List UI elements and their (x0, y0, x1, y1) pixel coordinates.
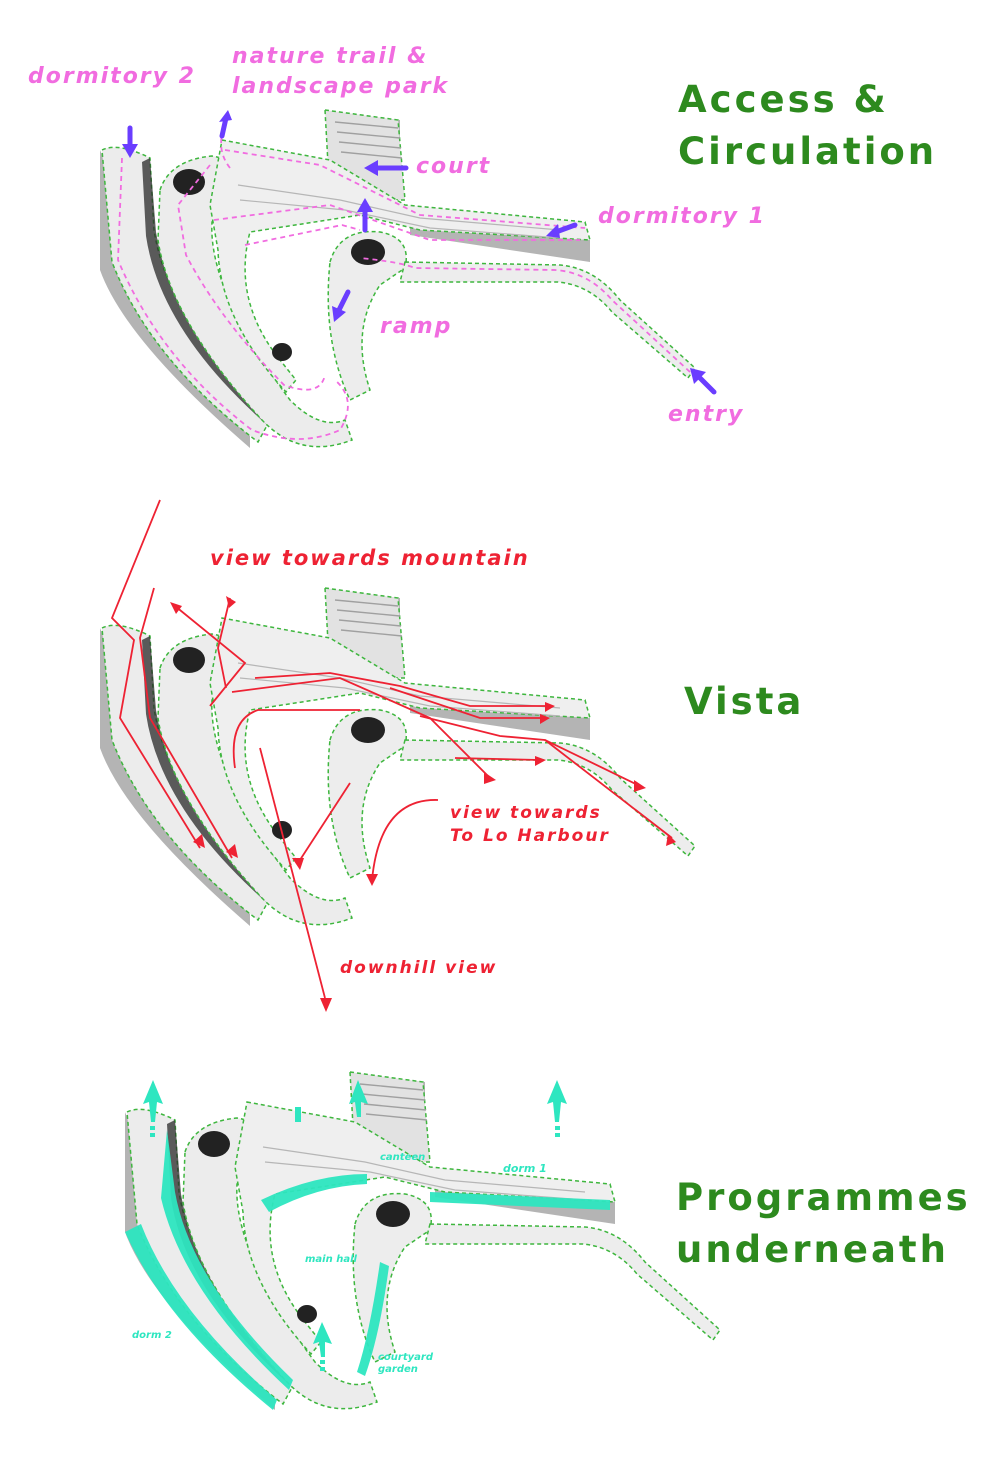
programme-arrows (143, 1080, 567, 1371)
title-programmes: Programmes underneath (676, 1172, 971, 1276)
arrow-dorm1-icon (553, 222, 578, 235)
label-dormitory-1: dormitory 1 (598, 204, 766, 229)
panel-access (99, 109, 717, 449)
label-view-harbour: view towards To Lo Harbour (450, 802, 610, 848)
zone-courtyard (357, 1262, 389, 1376)
access-arrowheads (122, 110, 706, 384)
title-access-line2: Circulation (678, 130, 938, 173)
label-dorm-1: dorm 1 (503, 1162, 547, 1175)
label-dorm-2: dorm 2 (132, 1330, 172, 1341)
zone-dorm2 (125, 1224, 277, 1410)
label-dormitory-2: dormitory 2 (28, 64, 196, 89)
label-view-harbour-line1: view towards (450, 803, 602, 823)
panel-vista (99, 499, 696, 1012)
label-main-hall: main hall (305, 1254, 357, 1265)
label-courtyard-line2: garden (378, 1364, 418, 1375)
zone-main-hall (261, 1174, 367, 1212)
view-arrowheads (170, 596, 676, 1012)
title-vista: Vista (684, 680, 805, 723)
arrow-entry-icon (697, 375, 717, 395)
label-courtyard-garden: courtyard garden (378, 1352, 433, 1376)
label-court: court (416, 154, 492, 179)
label-entry: entry (668, 402, 745, 427)
label-canteen: canteen (380, 1152, 426, 1163)
title-programmes-line1: Programmes (676, 1176, 971, 1219)
programme-zones (125, 1130, 610, 1410)
label-view-mountain: view towards mountain (210, 546, 530, 570)
label-nature-trail-line2: landscape park (232, 74, 450, 99)
title-access: Access & Circulation (678, 74, 937, 178)
circulation-routes (117, 127, 691, 440)
label-courtyard-line1: courtyard (378, 1352, 433, 1363)
title-programmes-line2: underneath (676, 1228, 949, 1271)
panel-programmes (124, 1071, 721, 1411)
arrow-ramp-icon (335, 289, 351, 315)
title-access-line1: Access & (678, 78, 889, 121)
zone-dorm2-wing (161, 1130, 293, 1390)
label-downhill-view: downhill view (340, 958, 498, 978)
label-ramp: ramp (380, 314, 453, 339)
label-nature-trail: nature trail & landscape park (232, 42, 449, 102)
label-view-harbour-line2: To Lo Harbour (450, 826, 610, 846)
zone-dorm1 (430, 1192, 610, 1210)
label-nature-trail-line1: nature trail & (232, 44, 429, 69)
view-lines (110, 499, 673, 999)
